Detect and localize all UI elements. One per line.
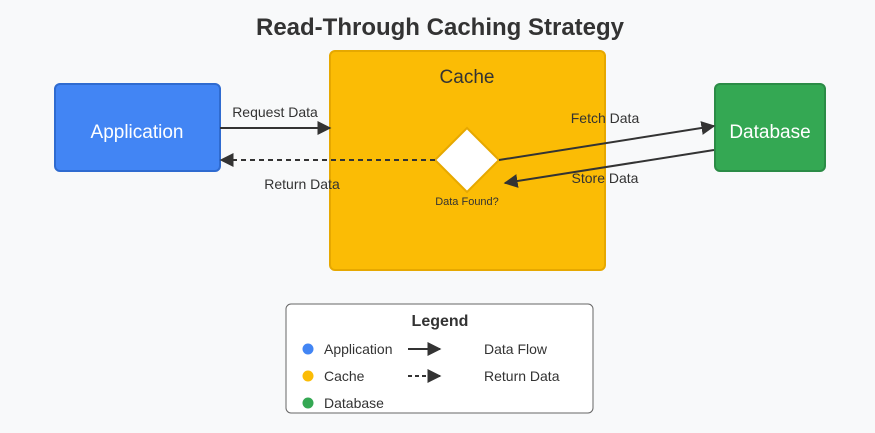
cache-label: Cache [440,67,495,88]
diagram-title: Read-Through Caching Strategy [256,14,625,41]
legend-flow-label: Data Flow [484,341,548,357]
legend-title: Legend [412,313,469,330]
legend-application-label: Application [324,341,393,357]
legend-database-label: Database [324,395,384,411]
fetch-arrow [498,121,716,161]
legend-return-label: Return Data [484,368,560,384]
fetch-label: Fetch Data [571,110,640,126]
request-label: Request Data [232,104,318,120]
return-label: Return Data [264,176,340,192]
legend-cache-label: Cache [324,368,365,384]
store-label: Store Data [572,170,639,186]
database-label: Database [729,122,810,143]
store-arrow [503,149,715,188]
application-label: Application [91,122,184,143]
legend-box [285,303,594,414]
legend-database-dot [302,397,314,409]
decision-diamond [433,126,501,194]
legend: Legend Application Cache Database Data F… [285,303,594,414]
legend-cache-dot [302,370,314,382]
decision-label: Data Found? [435,196,499,208]
legend-application-dot [302,343,314,355]
